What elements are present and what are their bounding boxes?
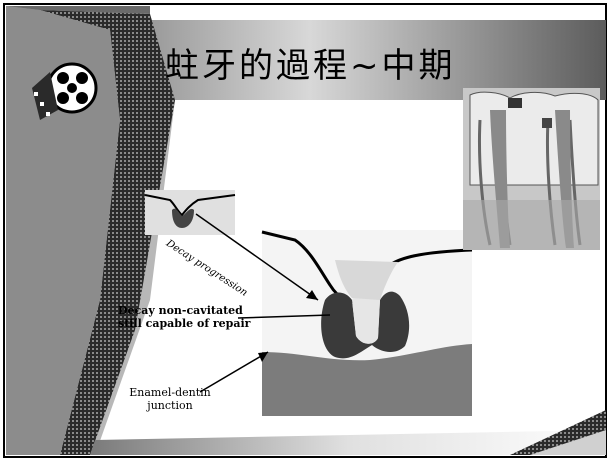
enamel-dentin-line1: Enamel-dentin <box>120 386 220 399</box>
molar-photo <box>463 88 600 250</box>
decay-noncavitated-line1: Decay non-cavitated <box>118 304 288 317</box>
slide-title: 蛀牙的過程~中期 <box>165 38 456 87</box>
enamel-dentin-label: Enamel-dentin junction <box>120 386 220 412</box>
decay-noncavitated-line2: still capable of repair <box>118 317 288 330</box>
enamel-dentin-line2: junction <box>120 399 220 412</box>
tooth-cross-section <box>262 230 472 416</box>
small-lesion-inset <box>145 190 235 235</box>
decay-noncavitated-label: Decay non-cavitated still capable of rep… <box>118 304 288 330</box>
